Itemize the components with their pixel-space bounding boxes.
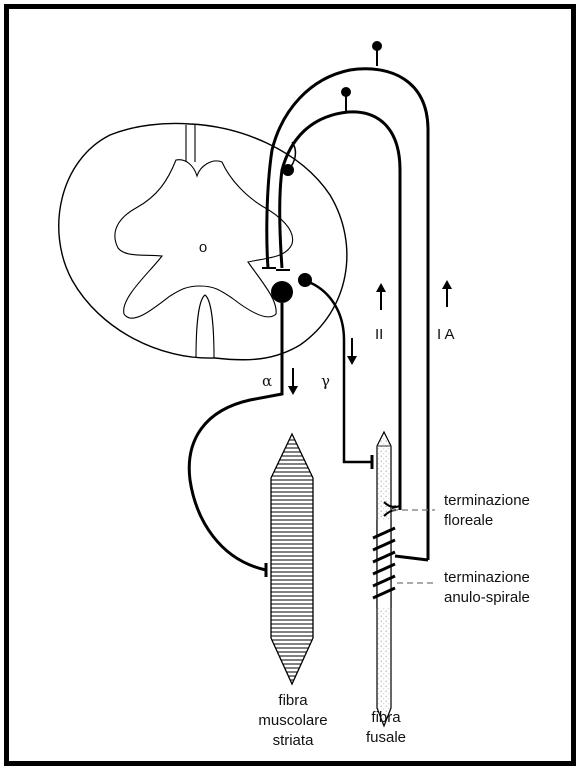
spindle-fiber-label-1: fibra [371, 709, 401, 726]
ganglion-cell-IA [372, 41, 382, 51]
arrow-II-up [376, 283, 386, 310]
fiber-IA-label: I A [437, 326, 455, 343]
fiber-II-label: II [375, 326, 383, 343]
alpha-motoneuron [271, 281, 293, 303]
ganglion-cell-II [341, 87, 351, 97]
flower-spray-label-2: floreale [444, 512, 493, 529]
dorsal-median-sulcus [186, 125, 195, 162]
ventral-median-fissure [196, 295, 214, 358]
spindle-fiber-label-2: fusale [366, 729, 406, 746]
alpha-motor-axon [189, 303, 282, 570]
muscle-fiber-label-3: striata [273, 732, 315, 749]
arrow-gamma-down [347, 338, 357, 365]
alpha-label: α [262, 372, 272, 390]
flower-spray-label-1: terminazione [444, 492, 530, 509]
arrow-IA-up [442, 280, 452, 307]
gamma-motoneuron [298, 273, 312, 287]
muscle-fiber-label-2: muscolare [258, 712, 327, 729]
arrow-alpha-down [288, 368, 298, 395]
gamma-label: γ [321, 372, 330, 390]
muscle-fiber-label-1: fibra [278, 692, 308, 709]
striated-muscle-fiber [271, 434, 313, 684]
annulospiral-label-1: terminazione [444, 569, 530, 586]
central-canal: o [199, 239, 207, 256]
annulospiral-label-2: anulo-spirale [444, 589, 530, 606]
